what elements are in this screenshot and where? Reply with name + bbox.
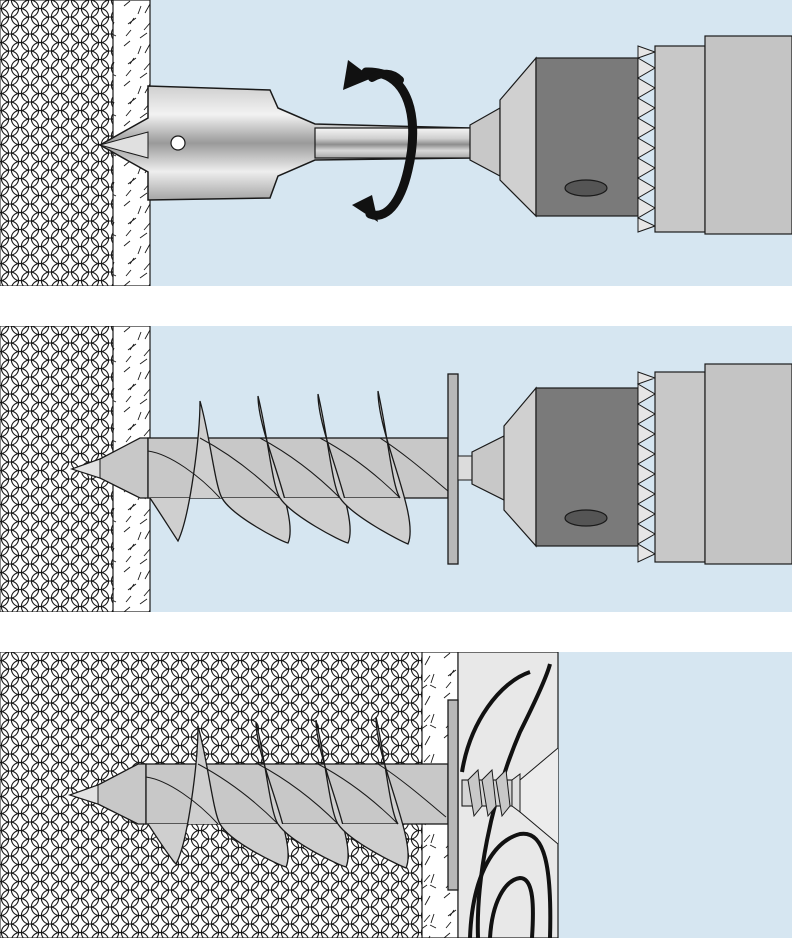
step-3-panel xyxy=(0,652,792,938)
step-1-illustration xyxy=(0,0,792,286)
drill-bit xyxy=(98,85,472,201)
wood-screw-icon xyxy=(461,768,521,818)
step-2-illustration xyxy=(0,326,792,612)
step-3-illustration xyxy=(0,652,792,938)
step-1-panel xyxy=(0,0,792,286)
drill-chuck-icon xyxy=(469,35,792,235)
step-2-panel xyxy=(0,326,792,612)
bit-hole xyxy=(170,135,186,151)
drill-chuck-icon xyxy=(471,363,792,565)
spiral-anchor-icon xyxy=(69,373,473,565)
spiral-anchor-icon xyxy=(67,699,459,891)
rotation-arrow-icon xyxy=(343,60,418,222)
insulation-layer xyxy=(0,0,114,286)
